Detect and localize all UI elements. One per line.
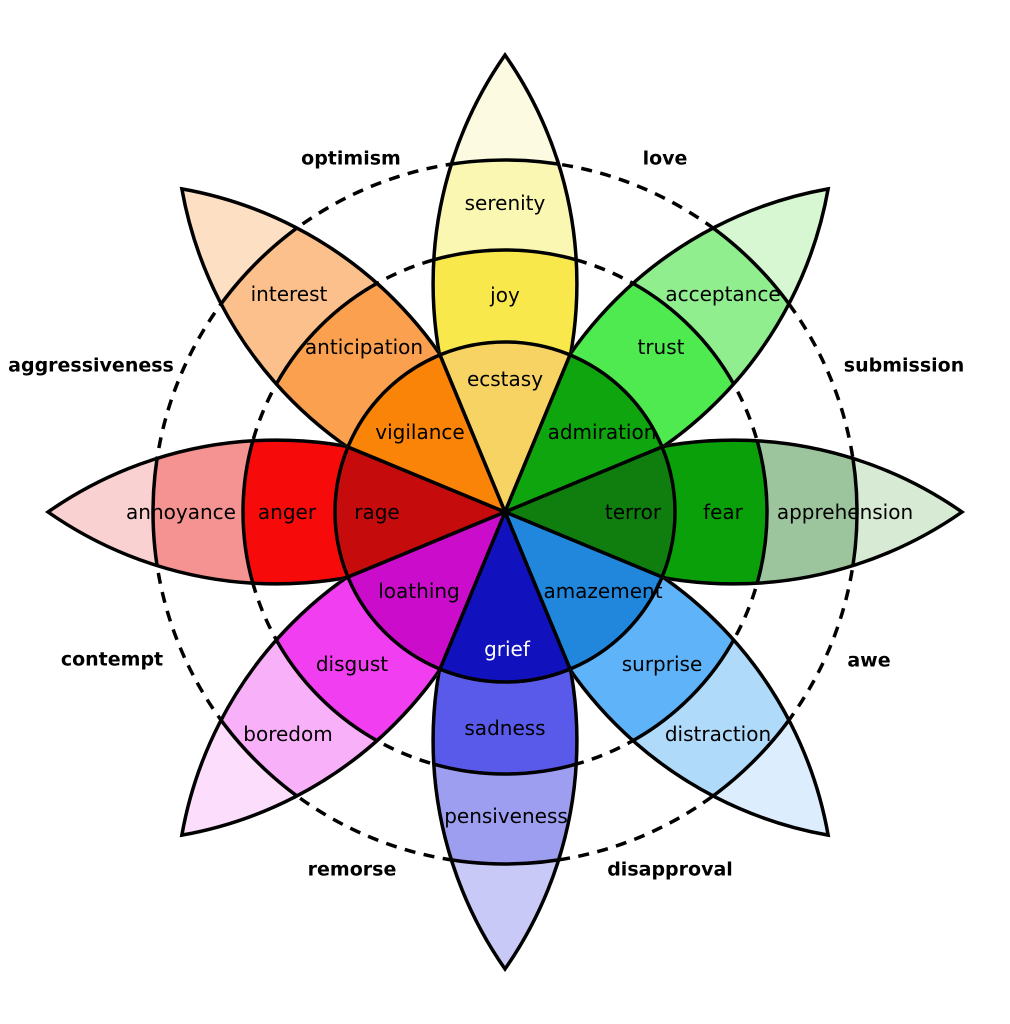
dyad-label-disapproval: disapproval — [607, 859, 733, 881]
petal-label-pensiveness: pensiveness — [444, 804, 568, 828]
hub-sector-line — [438, 354, 507, 513]
hub-sector-line — [503, 511, 572, 670]
petal-vigilance — [151, 158, 556, 563]
hub-sector-line — [347, 510, 506, 579]
segment-boundary-arc — [241, 461, 556, 776]
petal-label-surprise: surprise — [622, 652, 703, 676]
petal-label-fear: fear — [703, 500, 744, 524]
dyad-label-awe: awe — [847, 650, 890, 672]
petal-label-anger: anger — [258, 500, 317, 524]
petal-label-apprehension: apprehension — [777, 500, 913, 524]
hub-sector-line — [504, 510, 663, 579]
segment-boundary-arc — [151, 440, 505, 584]
petal-label-acceptance: acceptance — [665, 282, 780, 306]
petal-label-serenity: serenity — [465, 191, 546, 215]
dyad-label-aggressiveness: aggressiveness — [8, 355, 174, 377]
segment-boundary-arc — [433, 512, 577, 776]
petal-label-rage: rage — [354, 500, 399, 524]
segment-boundary-arc — [433, 512, 577, 684]
dyad-label-submission: submission — [844, 355, 964, 377]
segment-boundary-arc — [433, 158, 577, 512]
segment-boundary-arc — [151, 158, 556, 563]
dyad-label-optimism: optimism — [301, 148, 401, 170]
hub-sector-line — [347, 445, 506, 514]
segment-boundary-arc — [333, 340, 556, 563]
segment-boundary-arc — [433, 512, 577, 866]
segment-boundary-arc — [505, 440, 859, 584]
segment-boundary-arc — [454, 461, 769, 776]
petal-label-grief: grief — [484, 637, 531, 661]
hub-sector-line — [438, 511, 507, 670]
petal-label-joy: joy — [489, 283, 520, 307]
petal-label-admiration: admiration — [548, 420, 657, 444]
segment-boundary-arc — [151, 461, 556, 866]
petal-label-amazement: amazement — [543, 579, 662, 603]
petal-label-distraction: distraction — [665, 722, 771, 746]
segment-boundary-arc — [454, 461, 859, 866]
segment-boundary-arc — [433, 248, 577, 512]
segment-boundary-arc — [433, 340, 577, 512]
segment-boundary-arc — [333, 461, 556, 684]
petal-label-anticipation: anticipation — [305, 335, 423, 359]
segment-boundary-arc — [505, 440, 677, 584]
petal-label-terror: terror — [605, 500, 662, 524]
petal-label-loathing: loathing — [378, 579, 460, 603]
petal-label-interest: interest — [251, 282, 328, 306]
segment-boundary-arc — [454, 158, 859, 563]
segment-boundary-arc — [454, 248, 769, 563]
dyad-label-contempt: contempt — [61, 649, 163, 671]
segment-boundary-arc — [505, 440, 769, 584]
petal-label-disgust: disgust — [316, 652, 388, 676]
petal-label-boredom: boredom — [243, 722, 332, 746]
segment-boundary-arc — [241, 440, 505, 584]
petal-label-ecstasy: ecstasy — [467, 367, 543, 391]
petal-label-annoyance: annoyance — [126, 500, 236, 524]
hub-sector-line — [503, 354, 572, 513]
dyad-label-love: love — [643, 148, 688, 170]
petal-label-vigilance: vigilance — [375, 420, 464, 444]
hub-sector-line — [504, 445, 663, 514]
segment-boundary-arc — [454, 461, 677, 684]
dyad-label-remorse: remorse — [308, 859, 397, 881]
petal-label-trust: trust — [637, 335, 684, 359]
segment-boundary-arc — [333, 440, 505, 584]
segment-boundary-arc — [454, 340, 677, 563]
segment-boundary-arc — [241, 248, 556, 563]
petal-label-sadness: sadness — [464, 716, 545, 740]
